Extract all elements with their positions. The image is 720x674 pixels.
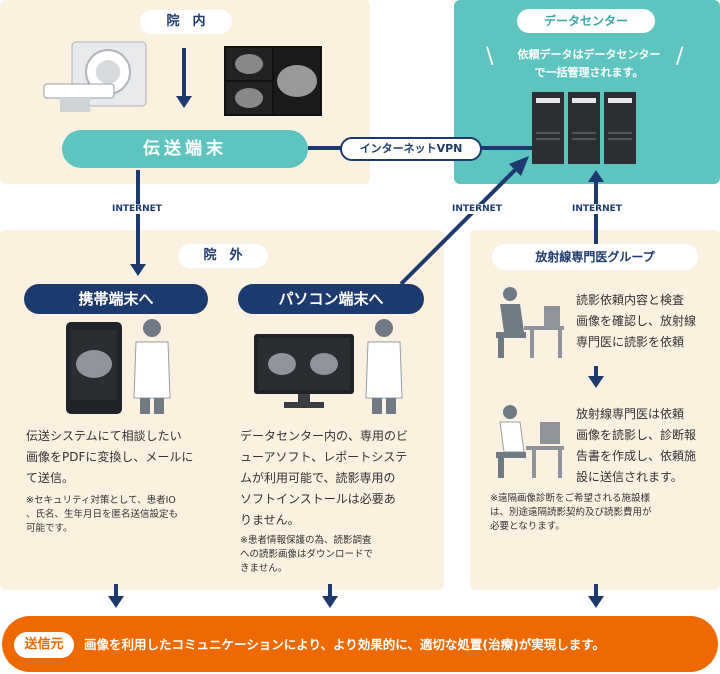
radiology-note-line2: は、別途遠隔読影契約及び読影費用が <box>490 507 652 518</box>
data-center-slash-left: \ <box>486 44 494 69</box>
radiology-step1-line2: 画像を確認し、放射線 <box>576 314 697 328</box>
ct-scanner-icon <box>43 41 147 112</box>
pc-note-line3: きません。 <box>240 563 288 574</box>
ct-images-icon <box>224 46 322 116</box>
radiology-step2-line4: 設に送信されます。 <box>576 470 683 484</box>
internet-arrow-left <box>136 170 140 266</box>
data-center-description-line1: 依頼データはデータセンター <box>517 48 661 61</box>
bottom-arrow-1 <box>114 584 118 598</box>
footer-banner <box>2 616 718 672</box>
pc-note-line1: ※患者情報保護の為、読影調査 <box>240 535 372 546</box>
radiology-title: 放射線専門医グループ <box>492 244 698 270</box>
pc-text-line4: ソフトインストールは必要あ <box>240 492 396 506</box>
bottom-arrow-2 <box>328 584 332 598</box>
doctor-at-monitor-icon <box>496 405 564 478</box>
in-hospital-label: 院 内 <box>140 10 232 34</box>
out-hospital-label: 院 外 <box>178 244 268 268</box>
radiology-step1-line1: 読影依頼内容と検査 <box>576 293 685 307</box>
internet-label-center: INTERNET <box>450 204 504 214</box>
data-center-label: データセンター <box>517 9 655 33</box>
transmission-terminal: 伝送端末 <box>62 130 308 168</box>
monitor-icon <box>254 334 354 408</box>
pc-text-line5: りません。 <box>240 513 300 527</box>
pc-text-line3: ムが利用可能で、読影専用の <box>240 471 396 485</box>
down-arrow <box>182 48 186 98</box>
mobile-note-line2: 、氏名、生年月日を匿名送信設定も <box>26 509 179 520</box>
doctor-icon <box>365 319 403 414</box>
bottom-arrow-3 <box>594 584 598 598</box>
step-arrow <box>594 366 598 378</box>
internet-arrow-left-head <box>130 264 146 276</box>
internet-arrow-diagonal <box>399 156 529 286</box>
server-icon <box>532 92 636 164</box>
doctor-icon <box>133 319 171 414</box>
radiology-note-line1: ※遠隔画像診断をご希望される施設様 <box>490 493 650 504</box>
internet-label-left: INTERNET <box>110 204 164 214</box>
doctor-at-desk-icon <box>496 287 564 358</box>
mobile-text-line3: て送信。 <box>26 471 75 485</box>
data-center-description-line2: で一括管理されます。 <box>534 66 644 79</box>
radiology-note-line3: 必要となります。 <box>490 521 565 532</box>
pc-text-line2: ューアソフト、レポートシステ <box>240 450 408 464</box>
mobile-note-line1: ※セキュリティ対策として、患者IO <box>26 495 176 506</box>
radiology-step2-line3: 告書を作成し、依頼施 <box>576 449 697 463</box>
footer-message: 画像を利用したコミュニケーションにより、より効果的に、適切な処置(治療)が実現し… <box>84 637 606 652</box>
down-arrow-head <box>176 96 192 108</box>
bottom-arrow-2-head <box>322 596 338 608</box>
internet-label-right: INTERNET <box>570 204 624 214</box>
mobile-title: 携帯端末へ <box>24 284 208 314</box>
tablet-icon <box>66 322 122 414</box>
radiology-step2-line1: 放射線専門医は依頼 <box>576 407 685 421</box>
footer-badge: 送信元 <box>14 632 74 658</box>
pc-note-line2: への読影画像はダウンロードで <box>240 549 374 560</box>
step-arrow-head <box>588 376 604 388</box>
bottom-arrow-3-head <box>588 596 604 608</box>
radiology-step2-line2: 画像を読影し、診断報 <box>576 428 697 442</box>
mobile-note-line3: 可能です。 <box>26 523 73 534</box>
data-center-slash-right: / <box>676 44 684 69</box>
pc-text-line1: データセンター内の、専用のビ <box>240 429 409 443</box>
radiology-step1-line3: 専門医に読影を依頼 <box>576 335 685 349</box>
internet-arrow-right-head <box>588 170 604 182</box>
mobile-text-line2: 画像をPDFに変換し、メールに <box>26 450 194 464</box>
mobile-text-line1: 伝送システムにて相談したい <box>26 429 182 443</box>
bottom-arrow-1-head <box>108 596 124 608</box>
pc-title: パソコン端末へ <box>238 284 424 314</box>
internet-vpn-label: インターネットVPN <box>340 137 482 161</box>
